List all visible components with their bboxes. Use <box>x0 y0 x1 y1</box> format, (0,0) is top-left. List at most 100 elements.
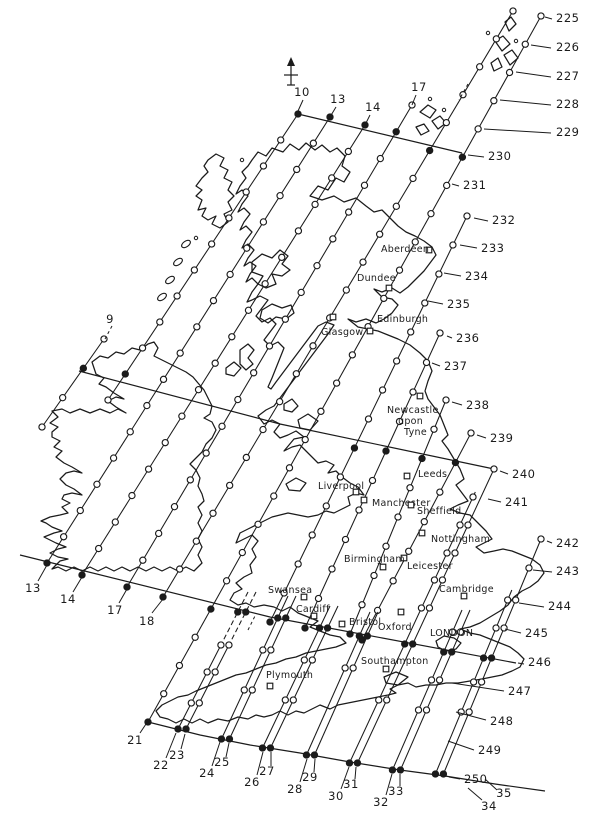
row-tick-238 <box>451 401 463 406</box>
path-18-node <box>292 370 301 378</box>
path-13-node <box>76 506 84 515</box>
pair-26-27-node <box>308 656 316 664</box>
row-tick-228 <box>499 99 552 106</box>
row-tick-235 <box>427 300 444 305</box>
row-tick-239 <box>476 434 487 439</box>
coastline-orkney-3 <box>415 123 430 136</box>
path-bottom-tick-9 <box>104 325 113 340</box>
islet <box>165 275 175 285</box>
path-21-node <box>317 407 325 416</box>
path-21-node <box>443 181 451 190</box>
pair-22-23-node <box>225 641 233 649</box>
path-top-label-10: 10 <box>294 85 310 99</box>
pair-28-29-node <box>363 632 372 640</box>
row-label-237: 237 <box>444 359 467 373</box>
city-label: Oxford <box>378 622 412 633</box>
path-17-node <box>329 235 337 243</box>
path-13-node <box>209 296 218 305</box>
row-label-247: 247 <box>508 684 531 698</box>
path-bottom-label-21: 21 <box>127 733 143 747</box>
city-square-oxford <box>397 608 405 616</box>
path-236-node <box>395 417 404 426</box>
pair-22-23-node <box>195 699 203 707</box>
row-label-228: 228 <box>556 97 579 111</box>
path-21-node <box>285 464 294 472</box>
city-square-cardiff <box>310 612 318 620</box>
pair-30-31-node <box>401 640 409 648</box>
path-18-node <box>159 593 167 601</box>
path-18-node <box>209 509 217 517</box>
pair-30-31-node <box>345 759 354 767</box>
pair-34-35-node <box>439 770 448 778</box>
path-232-node <box>266 618 274 626</box>
pair-32-33-node <box>422 706 431 714</box>
row-label-235: 235 <box>447 297 470 311</box>
path-238-node <box>394 513 402 521</box>
pair-26-27-node <box>266 744 275 752</box>
path-bottom-label-25: 25 <box>214 755 230 769</box>
city-square-leicester <box>400 554 408 562</box>
city-label: Leicester <box>407 561 453 572</box>
pair-22-23-node <box>182 725 190 733</box>
islet-dot <box>193 235 199 241</box>
coastline-london-boundary <box>435 635 462 652</box>
pair-26-27-node <box>300 656 308 664</box>
path-232-node <box>463 212 471 220</box>
row-label-245: 245 <box>525 626 548 640</box>
path-10-node <box>173 292 181 300</box>
path-bottom-tick-21 <box>139 720 149 734</box>
path-bottom-tick-18 <box>151 598 164 614</box>
pair-32-33-line-right <box>399 609 471 772</box>
path-21-node <box>380 294 388 303</box>
islet-dot <box>513 38 519 44</box>
pair-34-35-node <box>511 596 520 604</box>
pair-32-33-node <box>414 706 423 714</box>
path-9-node <box>38 423 46 431</box>
row-label-246: 246 <box>528 655 551 669</box>
row-label-241: 241 <box>505 495 528 509</box>
city-label: upon <box>398 416 423 427</box>
path-top-tick-17 <box>411 94 417 106</box>
path-239-node <box>467 429 475 437</box>
path-17-node <box>202 449 210 457</box>
city-label: LONDON <box>430 628 473 639</box>
path-14-node <box>144 465 153 473</box>
path-10-node <box>190 266 199 274</box>
pair-32-33-node <box>427 676 436 684</box>
path-bottom-label-33: 33 <box>388 784 404 798</box>
path-14-node <box>294 227 303 235</box>
pair-22-23-node <box>242 608 250 616</box>
row-tick-249 <box>447 740 475 751</box>
path-13-node <box>293 165 301 174</box>
row-tick-236 <box>446 335 453 339</box>
islet <box>181 239 191 249</box>
path-18-node <box>409 174 417 183</box>
path-236-node <box>328 565 336 573</box>
path-bottom-label-31: 31 <box>343 777 359 791</box>
pair-34-35-node <box>469 678 478 686</box>
path-bottom-label-27: 27 <box>259 764 275 778</box>
path-21-node <box>395 266 404 274</box>
pair-26-27-node <box>323 624 332 632</box>
path-232-node <box>378 386 387 394</box>
row-label-229: 229 <box>556 125 579 139</box>
pair-26-27-node <box>258 744 267 752</box>
islet <box>157 292 167 302</box>
path-top-tick-13 <box>329 106 337 118</box>
path-14-node <box>244 306 253 314</box>
row-tick-240 <box>499 470 509 475</box>
path-232-node <box>308 531 316 539</box>
row-label-225: 225 <box>556 11 579 25</box>
row-label-249: 249 <box>478 743 501 757</box>
path-10-line <box>107 113 299 401</box>
pair-32-33-node <box>435 676 444 684</box>
path-bottom-label-23: 23 <box>169 748 185 762</box>
path-238-node <box>370 571 378 580</box>
pair-22-23-line-left <box>176 644 222 732</box>
path-18-line <box>162 10 514 598</box>
path-bottom-tick-34 <box>467 787 483 801</box>
path-18-node <box>342 286 351 294</box>
city-square-cambridge <box>460 592 468 600</box>
path-239-node <box>420 518 428 526</box>
city-label: Birmingham <box>344 554 405 565</box>
